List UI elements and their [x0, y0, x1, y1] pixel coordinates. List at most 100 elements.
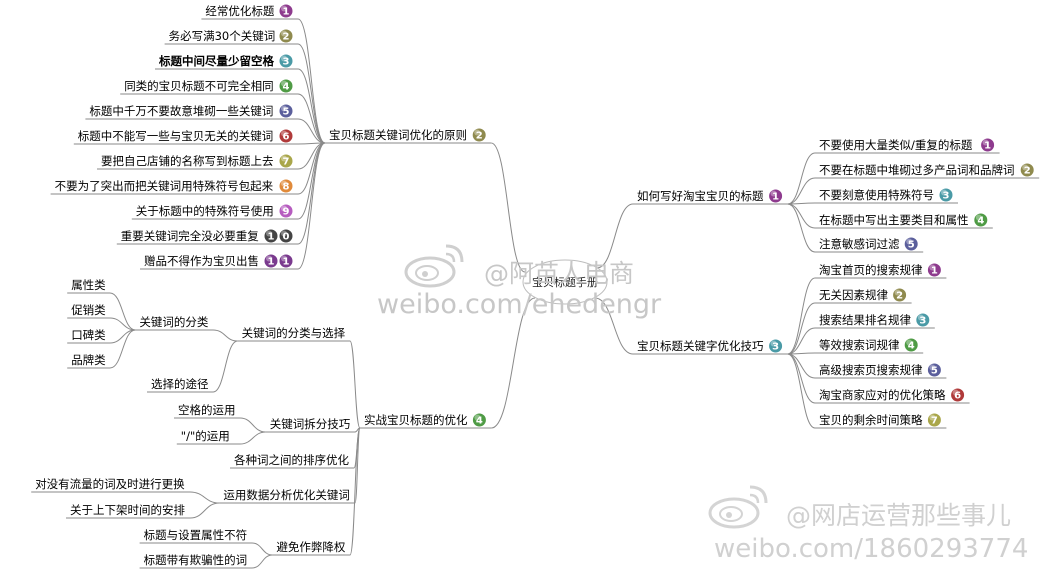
keyword-tip-item-label: 淘宝商家应对的优化策略 — [819, 388, 946, 402]
svg-text:5: 5 — [283, 107, 290, 118]
svg-text:4: 4 — [908, 341, 915, 352]
principle-item-badge-icon: 4 — [278, 78, 294, 94]
principle-item-label: 要把自己店铺的名称写到标题上去 — [101, 154, 274, 168]
keyword-tip-item-badge-icon: 6 — [950, 387, 966, 403]
svg-text:2: 2 — [476, 131, 483, 142]
principle-item-label: 务必写满30个关键词 — [169, 29, 276, 43]
principle-item-badge-icon: 7 — [278, 153, 294, 169]
keyword-tip-item: 淘宝商家应对的优化策略 — [815, 388, 970, 404]
watermark-url-2: weibo.com/1860293774 — [714, 534, 1028, 564]
svg-text:6: 6 — [954, 391, 961, 402]
branch-principles: 宝贝标题关键词优化的原则 — [325, 128, 492, 144]
principle-item-badge-icon: 5 — [278, 103, 294, 119]
svg-text:2: 2 — [283, 32, 290, 43]
practice-subitem-label: 对没有流量的词及时进行更换 — [35, 477, 185, 491]
keyword-tip-item: 无关因素规律 — [815, 288, 912, 304]
keyword-tip-item-label: 等效搜索词规律 — [819, 338, 900, 352]
weibo-logo-icon — [404, 244, 464, 288]
principle-item: 不要为了突出而把关键词用特殊符号包起来 — [50, 179, 298, 195]
keyword-selection-way: 选择的途径 — [147, 377, 213, 393]
practice-subitem-label: 标题带有欺骗性的词 — [144, 553, 248, 567]
svg-text:7: 7 — [931, 416, 938, 427]
principle-item-label: 标题中间尽量少留空格 — [158, 54, 274, 68]
branch-howto-label: 如何写好淘宝宝贝的标题 — [637, 189, 764, 203]
howto-item: 不要使用大量类似/重复的标题 — [815, 138, 1000, 154]
svg-text:3: 3 — [943, 191, 950, 202]
svg-text:1: 1 — [772, 192, 779, 203]
svg-text:9: 9 — [283, 207, 290, 218]
keyword-tip-item-label: 高级搜索页搜索规律 — [819, 363, 923, 377]
svg-text:4: 4 — [283, 82, 290, 93]
keyword-tip-item-label: 无关因素规律 — [819, 288, 888, 302]
howto-item-label: 不要刻意使用特殊符号 — [819, 188, 934, 202]
principle-item: 赠品不得作为宝贝出售 — [140, 254, 298, 270]
practice-item-label: 避免作弊降权 — [276, 540, 345, 554]
svg-text:5: 5 — [908, 240, 915, 251]
keyword-category-label: 关键词的分类 — [139, 315, 208, 329]
keyword-tip-item-label: 宝贝的剩余时间策略 — [819, 413, 923, 427]
principle-item-label: 赠品不得作为宝贝出售 — [144, 254, 259, 268]
svg-text:2: 2 — [1024, 166, 1031, 177]
keyword-type-label: 品牌类 — [71, 353, 106, 367]
principle-item-badge-icon: 9 — [278, 203, 294, 219]
practice-subitem-label: 空格的运用 — [178, 403, 236, 417]
principle-item-badge-icon: 3 — [278, 53, 294, 69]
branch-practice-badge-icon: 4 — [471, 412, 487, 428]
principle-item: 重要关键词完全没必要重复 — [116, 229, 298, 245]
principle-item: 务必写满30个关键词 — [164, 29, 298, 45]
principle-item: 标题中不能写一些与宝贝无关的关键词 — [73, 129, 298, 145]
principle-item: 经常优化标题 — [201, 4, 298, 20]
keyword-type-label: 属性类 — [71, 278, 106, 292]
howto-item-badge-icon: 1 — [980, 137, 996, 153]
principle-item-label: 经常优化标题 — [205, 4, 274, 18]
svg-text:3: 3 — [772, 342, 779, 353]
svg-text:1: 1 — [283, 257, 290, 268]
keyword-type: 品牌类 — [67, 353, 110, 369]
howto-item-badge-icon: 3 — [938, 187, 954, 203]
svg-text:1: 1 — [931, 266, 938, 277]
watermark-handle-2: @网店运营那些事儿 — [786, 501, 1011, 530]
svg-text:8: 8 — [283, 182, 290, 193]
practice-subitem: 对没有流量的词及时进行更换 — [31, 477, 190, 493]
branch-howto-badge-icon: 1 — [768, 188, 784, 204]
practice-item: 各种词之间的排序优化 — [230, 453, 354, 469]
svg-text:4: 4 — [977, 216, 984, 227]
principle-item-label: 同类的宝贝标题不可完全相同 — [124, 79, 274, 93]
practice-item: 运用数据分析优化关键词 — [219, 488, 355, 504]
branch-practice-label: 实战宝贝标题的优化 — [364, 413, 468, 427]
practice-item-label: 运用数据分析优化关键词 — [223, 488, 350, 502]
keyword-type: 促销类 — [67, 303, 110, 319]
practice-item-label: 各种词之间的排序优化 — [234, 453, 349, 467]
keyword-tip-item: 高级搜索页搜索规律 — [815, 363, 947, 379]
svg-text:5: 5 — [931, 366, 938, 377]
central-topic — [522, 259, 608, 305]
principle-item-badge-icon: 6 — [278, 128, 294, 144]
principle-item-label: 关于标题中的特殊符号使用 — [136, 204, 274, 218]
weibo-watermark-2: @网店运营那些事儿 weibo.com/1860293774 — [708, 485, 1028, 564]
howto-item-label: 不要在标题中堆砌过多产品词和品牌词 — [819, 163, 1015, 177]
practice-subitem: 关于上下架时间的安排 — [66, 503, 190, 519]
howto-item-badge-icon: 2 — [1019, 162, 1035, 178]
principle-item-label: 标题中千万不要故意堆砌一些关键词 — [89, 104, 273, 118]
practice-item: 关键词的分类与选择 — [237, 326, 350, 342]
howto-item: 不要刻意使用特殊符号 — [815, 188, 958, 204]
howto-item-badge-icon: 5 — [903, 236, 919, 252]
keyword-selection-way-label: 选择的途径 — [151, 377, 209, 391]
keyword-tip-item-badge-icon: 4 — [903, 337, 919, 353]
keyword-category: 关键词的分类 — [135, 315, 213, 331]
howto-item-label: 注意敏感词过滤 — [819, 237, 900, 251]
keyword-tip-item-label: 淘宝首页的搜索规律 — [819, 263, 923, 277]
practice-subitem-label: "/"的运用 — [181, 429, 230, 443]
svg-text:1: 1 — [283, 7, 290, 18]
practice-item: 关键词拆分技巧 — [265, 417, 355, 433]
svg-text:1: 1 — [268, 257, 275, 268]
branch-keyword-tips: 宝贝标题关键字优化技巧 — [633, 339, 788, 355]
svg-text:1: 1 — [984, 141, 991, 152]
branch-practice: 实战宝贝标题的优化 — [360, 413, 492, 429]
howto-item: 不要在标题中堆砌过多产品词和品牌词 — [815, 163, 1040, 179]
branch-howto: 如何写好淘宝宝贝的标题 — [633, 189, 788, 205]
